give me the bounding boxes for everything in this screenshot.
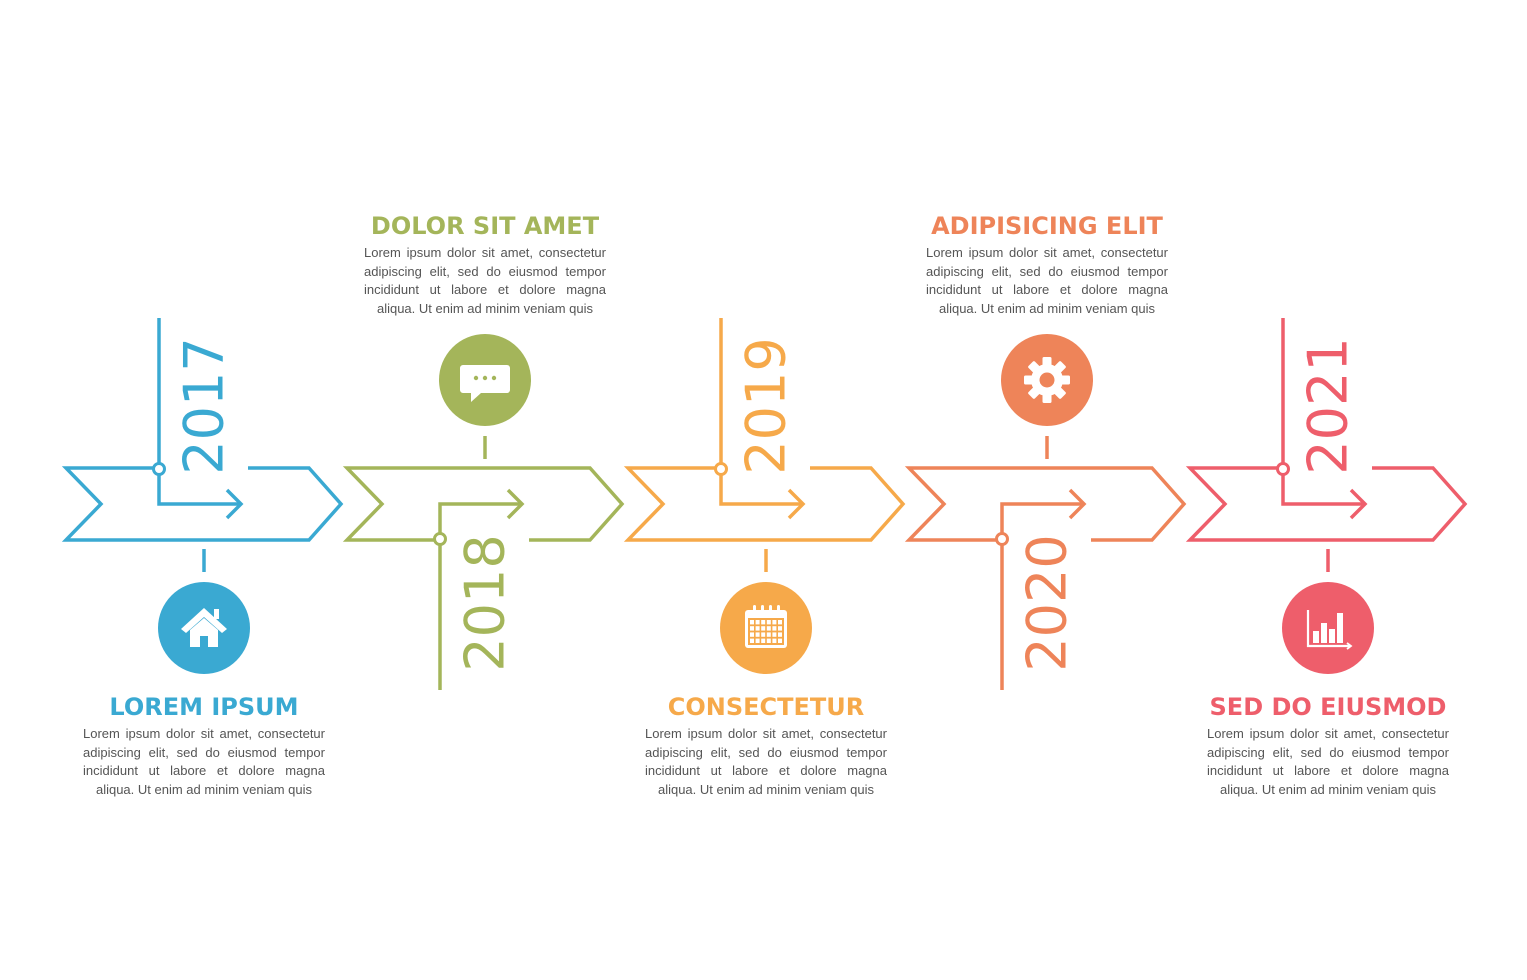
node-marker	[1276, 462, 1290, 476]
arrowhead	[787, 488, 806, 520]
gear-icon	[1001, 334, 1093, 426]
chevron-arrow	[342, 466, 625, 542]
node-marker	[995, 532, 1009, 546]
step-description: Lorem ipsum dolor sit amet, consectetur …	[83, 726, 325, 797]
step-title: SED DO EIUSMOD	[1210, 693, 1447, 721]
chevron-arrow	[1185, 466, 1468, 542]
year-pointer-line	[1000, 502, 1084, 690]
calendar-icon	[720, 582, 812, 674]
step-description: Lorem ipsum dolor sit amet, consectetur …	[1207, 726, 1449, 797]
step-description: Lorem ipsum dolor sit amet, consectetur …	[926, 245, 1168, 316]
arrowhead	[506, 488, 525, 520]
timeline-step-2020: 2020 ADIPISICING ELIT	[904, 212, 1187, 690]
year-label: 2019	[735, 337, 798, 474]
step-title: DOLOR SIT AMET	[371, 212, 600, 240]
timeline-step-2018: 2018 DOLOR SIT AMET	[342, 212, 625, 690]
arrowhead	[1349, 488, 1368, 520]
chevron-arrow	[904, 466, 1187, 542]
chat-icon	[439, 334, 531, 426]
year-pointer-line	[157, 318, 241, 506]
step-description: Lorem ipsum dolor sit amet, consectetur …	[645, 726, 887, 797]
node-marker	[152, 462, 166, 476]
step-title: CONSECTETUR	[668, 693, 865, 721]
step-title: ADIPISICING ELIT	[931, 212, 1163, 240]
year-pointer-line	[719, 318, 803, 506]
year-pointer-line	[438, 502, 522, 690]
step-description: Lorem ipsum dolor sit amet, consectetur …	[364, 245, 606, 316]
year-label: 2018	[454, 534, 517, 671]
year-label: 2021	[1297, 337, 1360, 474]
year-pointer-line	[1281, 318, 1365, 506]
arrowhead	[1068, 488, 1087, 520]
node-marker	[433, 532, 447, 546]
bar-chart-icon	[1282, 582, 1374, 674]
home-icon	[158, 582, 250, 674]
arrowhead	[225, 488, 244, 520]
chevron-arrow	[61, 466, 344, 542]
node-marker	[714, 462, 728, 476]
year-label: 2017	[173, 337, 236, 474]
year-label: 2020	[1016, 534, 1079, 671]
chevron-arrow	[623, 466, 906, 542]
step-title: LOREM IPSUM	[109, 693, 298, 721]
